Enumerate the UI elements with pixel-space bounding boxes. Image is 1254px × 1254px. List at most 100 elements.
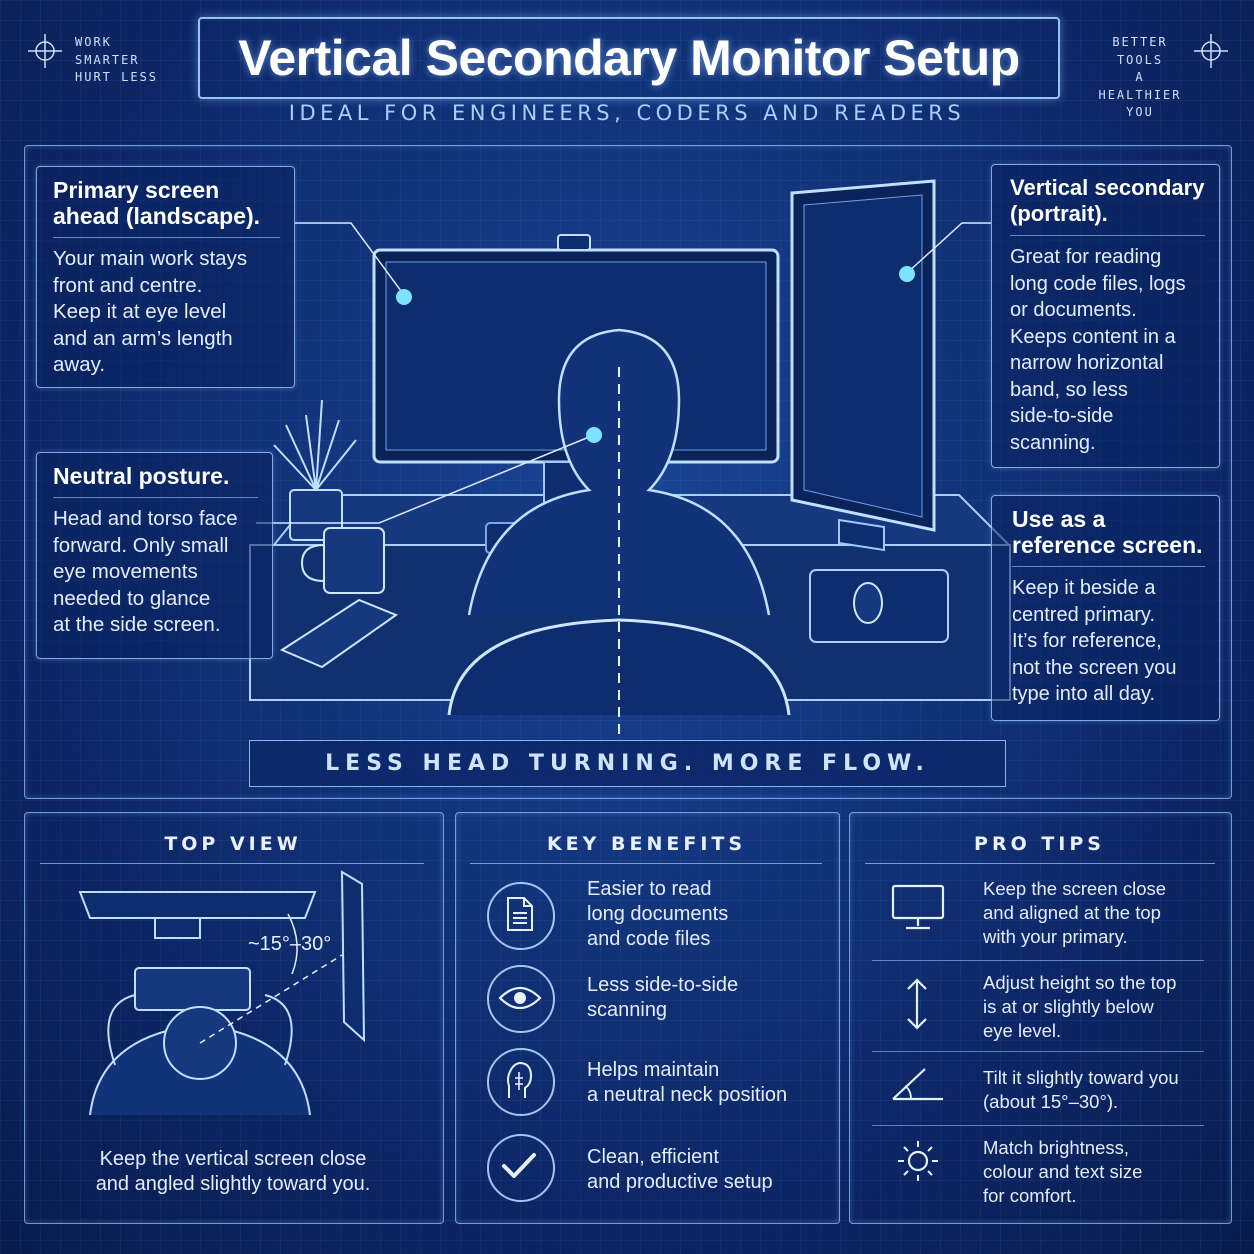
heading-line: Primary screen (53, 177, 220, 203)
heading-line: (portrait). (1010, 201, 1108, 226)
body-line: not the screen you (1012, 656, 1177, 679)
tip-line: Keep the screen close (983, 878, 1167, 899)
corner-right-line: A HEALTHIER (1098, 70, 1182, 102)
body-line: forward. Only small (53, 533, 229, 557)
corner-left-line: SMARTER (75, 52, 140, 67)
benefits-panel-frame (455, 812, 840, 1224)
notebook (279, 598, 399, 669)
body-line: Your main work stays (53, 247, 248, 270)
plant-leaves (273, 399, 357, 491)
heading-line: Use as a (1012, 506, 1106, 532)
tip-line: is at or slightly below (983, 996, 1154, 1017)
body-line: band, so less (1010, 378, 1128, 401)
heading-line: reference screen. (1012, 532, 1203, 558)
body-line: type into all day. (1012, 683, 1156, 705)
callout-primary-body: Your main work stays front and centre. K… (53, 246, 280, 379)
benefit-line: and code files (587, 928, 711, 950)
benefit-icon-circle (487, 882, 555, 950)
monitor-icon (891, 884, 945, 930)
heading-line: ahead (landscape). (53, 203, 261, 229)
hero-panel-frame (24, 145, 1232, 799)
top-view-keyboard (134, 967, 251, 1011)
title-box: Vertical Secondary Monitor Setup (198, 17, 1060, 99)
body-line: Head and torso face (53, 507, 238, 530)
tip-line: (about 15°–30°). (983, 1091, 1119, 1112)
body-line: or documents. (1010, 299, 1137, 321)
page-subtitle: IDEAL FOR ENGINEERS, CODERS AND READERS (288, 101, 966, 125)
callout-reference-heading: Use as a reference screen. (1012, 506, 1205, 567)
tips-title: PRO TIPS (974, 833, 1105, 855)
body-line: needed to glance (53, 586, 211, 610)
callout-neutral-posture: Neutral posture. Head and torso face for… (36, 452, 273, 659)
tip-line: colour and text size (983, 1161, 1143, 1182)
tip-line: and aligned at the top (983, 902, 1161, 923)
benefit-line: Helps maintain (587, 1059, 720, 1081)
top-view-diagram (78, 870, 366, 1116)
corner-left-line: HURT LESS (75, 70, 159, 84)
tip-item: Tilt it slightly toward you (about 15°–3… (983, 1066, 1179, 1114)
tip-line: Match brightness, (983, 1137, 1130, 1158)
corner-right-line: BETTER (1112, 35, 1168, 49)
benefit-line: and productive setup (587, 1171, 773, 1193)
workstation-illustration (249, 179, 1012, 735)
callout-vertical-secondary: Vertical secondary (portrait). Great for… (991, 164, 1220, 468)
caption-line: Keep the vertical screen close (99, 1148, 367, 1170)
body-line: at the side screen. (53, 613, 221, 636)
callout-reference-body: Keep it beside a centred primary. It’s f… (1012, 575, 1205, 708)
body-line: Keep it at eye level (53, 300, 227, 323)
callout-primary-screen: Primary screen ahead (landscape). Your m… (36, 166, 295, 388)
benefit-line: a neutral neck position (587, 1084, 788, 1106)
benefit-line: scanning (587, 999, 668, 1021)
tip-divider (872, 1125, 1204, 1126)
benefit-line: long documents (587, 903, 729, 925)
tip-line: with your primary. (983, 926, 1128, 947)
document-icon (507, 897, 533, 931)
benefit-line: Easier to read (587, 878, 712, 900)
body-line: narrow horizontal (1010, 352, 1164, 374)
page-title: Vertical Secondary Monitor Setup (238, 30, 1020, 86)
benefit-item: Clean, efficient and productive setup (587, 1145, 773, 1195)
tip-line: for comfort. (983, 1185, 1077, 1206)
benefits-title: KEY BENEFITS (546, 833, 747, 855)
top-view-caption: Keep the vertical screen close and angle… (24, 1147, 442, 1197)
crosshair-left-icon (28, 34, 62, 68)
corner-right-line: TOOLS (1116, 52, 1164, 67)
benefit-item: Helps maintain a neutral neck position (587, 1058, 787, 1108)
benefit-line: Clean, efficient (587, 1146, 719, 1168)
callout-primary-heading: Primary screen ahead (landscape). (53, 177, 280, 238)
benefit-icon-circle (487, 965, 555, 1033)
body-line: centred primary. (1012, 603, 1156, 626)
benefit-line: Less side-to-side (587, 974, 739, 996)
body-line: scanning. (1010, 431, 1096, 454)
body-line: side-to-side (1010, 405, 1114, 427)
corner-left-line: WORK (75, 35, 112, 49)
body-line: eye movements (53, 560, 198, 583)
tip-divider (872, 1051, 1204, 1052)
body-line: long code files, logs (1010, 272, 1186, 295)
tips-rule (865, 863, 1215, 864)
caption-line: and angled slightly toward you. (95, 1173, 371, 1195)
body-line: Keep it beside a (1012, 577, 1156, 599)
tagline-banner: LESS HEAD TURNING. MORE FLOW. (249, 740, 1006, 787)
body-line: front and centre. (53, 273, 203, 297)
body-line: and an arm’s length (53, 326, 233, 350)
coffee-mug (323, 527, 385, 594)
corner-right-line: YOU (1126, 105, 1154, 119)
chair (447, 618, 791, 716)
body-line: Great for reading (1010, 246, 1162, 268)
callout-posture-heading: Neutral posture. (53, 463, 258, 498)
tip-item: Keep the screen close and aligned at the… (983, 877, 1166, 949)
tip-item: Adjust height so the top is at or slight… (983, 971, 1176, 1043)
corner-slogan-right: BETTER TOOLS A HEALTHIER YOU (1096, 34, 1184, 122)
tip-line: eye level. (983, 1020, 1062, 1041)
callout-posture-body: Head and torso face forward. Only small … (53, 506, 258, 639)
webcam (557, 234, 591, 251)
crosshair-right-icon (1194, 34, 1228, 68)
mouse (853, 582, 883, 624)
top-view-angle-label: ~15°–30° (248, 933, 332, 955)
benefit-item: Less side-to-side scanning (587, 973, 738, 1023)
body-line: Keeps content in a (1010, 325, 1176, 348)
callout-vertical-body: Great for reading long code files, logs … (1010, 244, 1205, 456)
top-view-rule (40, 863, 424, 864)
eye-icon (498, 986, 542, 1010)
